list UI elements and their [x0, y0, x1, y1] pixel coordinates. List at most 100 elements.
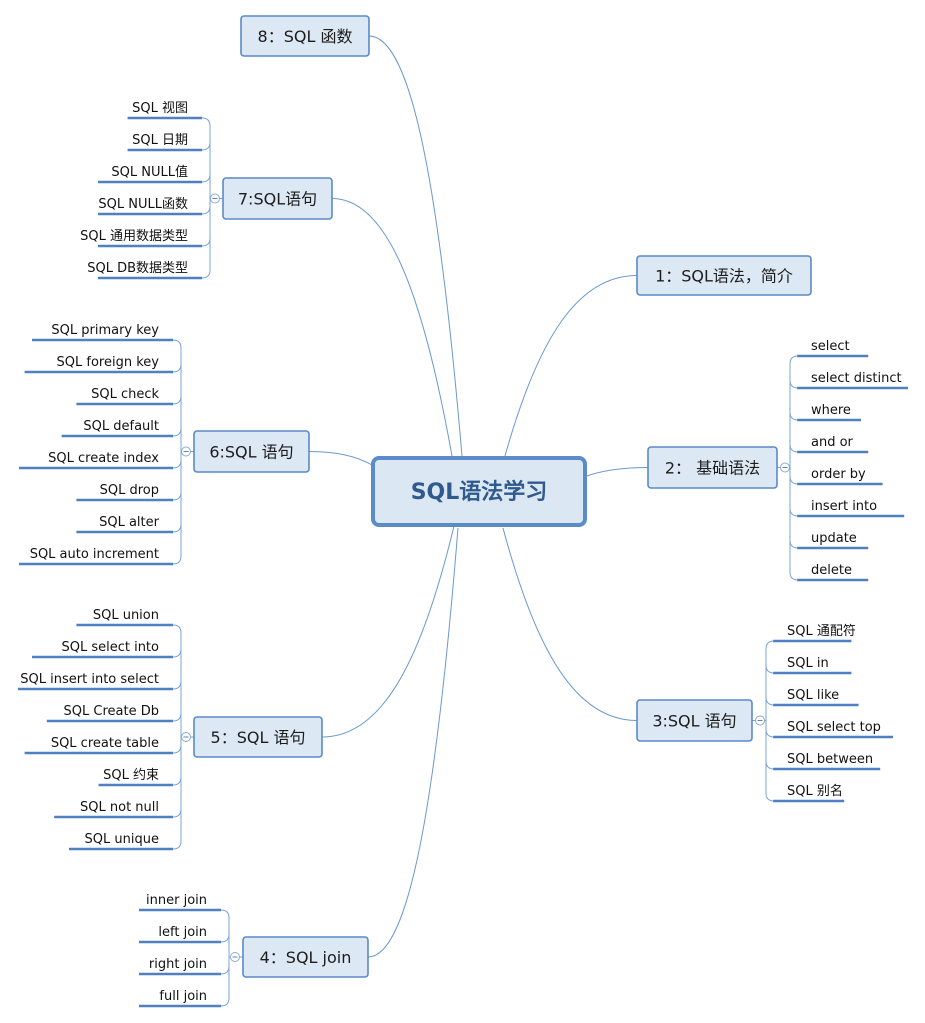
branch-node-box[interactable] — [647, 446, 778, 489]
leaf-item[interactable]: SQL in — [773, 656, 852, 675]
leaf-item[interactable]: SQL 约束 — [98, 768, 173, 787]
leaf-bracket-stub — [172, 712, 182, 722]
leaf-bracket-stub — [172, 808, 182, 818]
leaf-item[interactable]: SQL NULL函数 — [98, 197, 202, 216]
leaf-item[interactable]: SQL create index — [19, 451, 173, 470]
branch-node-box[interactable] — [240, 15, 370, 57]
minus-circle-icon[interactable] — [181, 446, 191, 457]
leaf-item[interactable]: SQL between — [773, 752, 881, 771]
leaf-item[interactable]: SQL not null — [54, 800, 173, 819]
branch-node-box[interactable] — [636, 255, 812, 296]
leaf-item[interactable]: SQL select top — [773, 720, 893, 739]
minus-circle-icon[interactable] — [181, 732, 191, 742]
branch-node-label: 5：SQL 语句 — [211, 728, 306, 747]
leaf-label: SQL select top — [787, 720, 881, 735]
leaf-label: SQL primary key — [51, 323, 159, 338]
leaf-item[interactable]: select — [797, 339, 869, 358]
leaf-label: SQL not null — [80, 800, 159, 815]
minus-circle-icon[interactable] — [230, 952, 240, 962]
central-topic-label: SQL语法学习 — [411, 479, 548, 505]
leaf-label: SQL 视图 — [132, 101, 188, 116]
leaf-label: where — [811, 403, 851, 418]
leaf-item[interactable]: SQL unique — [69, 832, 173, 851]
branch-node-box[interactable] — [193, 430, 310, 473]
leaf-item[interactable]: SQL primary key — [32, 323, 173, 342]
leaf-item[interactable]: order by — [797, 467, 883, 486]
leaf-item[interactable]: inner join — [139, 893, 221, 912]
branch-node-box[interactable] — [636, 699, 753, 742]
leaf-item[interactable]: SQL 通用数据类型 — [80, 229, 202, 248]
leaf-item[interactable]: SQL foreign key — [24, 355, 173, 374]
leaf-item[interactable]: SQL NULL值 — [98, 164, 202, 184]
leaf-label: SQL 别名 — [787, 783, 843, 799]
leaf-item[interactable]: SQL like — [773, 688, 859, 707]
leaf-bracket-stub — [789, 379, 799, 389]
leaf-label: SQL unique — [85, 832, 159, 847]
leaf-label: left join — [158, 925, 207, 940]
leaf-bracket-stub — [172, 648, 182, 658]
leaf-item[interactable]: SQL create table — [24, 736, 173, 755]
leaf-label: SQL create table — [51, 736, 159, 751]
leaf-bracket — [172, 624, 182, 850]
leaf-label: inner join — [146, 893, 207, 908]
leaf-item[interactable]: select distinct — [797, 371, 908, 390]
branch-node-box[interactable] — [222, 177, 333, 220]
branch-node-label: 3:SQL 语句 — [652, 712, 736, 731]
leaf-item[interactable]: insert into — [797, 499, 905, 518]
central-topic-box[interactable] — [371, 456, 587, 527]
leaf-item[interactable]: delete — [797, 563, 869, 582]
minus-circle-icon[interactable] — [780, 462, 790, 473]
leaf-item[interactable]: SQL auto increment — [19, 547, 173, 566]
minus-circle-icon[interactable] — [210, 193, 220, 204]
connector-line-4 — [367, 527, 459, 958]
leaf-item[interactable]: SQL Create Db — [46, 704, 173, 723]
leaf-layer: select select distinct where and or order by… — [18, 101, 908, 1008]
leaf-item[interactable]: left join — [139, 925, 221, 944]
minus-circle-icon[interactable] — [755, 715, 765, 726]
leaf-item[interactable]: SQL check — [76, 387, 173, 406]
leaf-label: SQL insert into select — [20, 672, 159, 687]
branch-node-3[interactable]: 3:SQL 语句 — [636, 699, 753, 742]
connector-layer — [308, 35, 649, 958]
branch-node-1[interactable]: 1：SQL语法，简介 — [636, 255, 812, 296]
branch-node-5[interactable]: 5：SQL 语句 — [193, 716, 323, 758]
leaf-item[interactable]: full join — [139, 989, 221, 1008]
leaf-item[interactable]: SQL drop — [76, 483, 173, 502]
leaf-item[interactable]: update — [797, 531, 869, 550]
leaf-bracket-stub — [172, 395, 182, 405]
branch-node-2[interactable]: 2： 基础语法 — [647, 446, 778, 489]
branch-node-box[interactable] — [193, 716, 323, 758]
leaf-item[interactable]: and or — [797, 435, 869, 454]
leaf-bracket — [765, 640, 775, 802]
leaf-label: SQL 约束 — [103, 768, 159, 783]
branch-node-layer: 1：SQL语法，简介 2： 基础语法 3:SQL 语句 4：SQL join 5：SQL… — [193, 15, 812, 978]
leaf-label: SQL in — [787, 656, 829, 671]
leaf-item[interactable]: SQL 通配符 — [773, 623, 856, 643]
leaf-bracket-stub — [220, 965, 230, 975]
leaf-bracket-stub — [220, 933, 230, 943]
connector-line-2 — [586, 467, 649, 477]
branch-node-8[interactable]: 8：SQL 函数 — [240, 15, 370, 57]
leaf-label: SQL select into — [61, 640, 159, 655]
central-topic[interactable]: SQL语法学习 — [371, 456, 587, 527]
leaf-label: SQL check — [91, 387, 159, 402]
leaf-item[interactable]: SQL alter — [76, 515, 173, 534]
leaf-item[interactable]: SQL DB数据类型 — [87, 261, 202, 280]
leaf-item[interactable]: SQL 别名 — [773, 783, 845, 803]
leaf-item[interactable]: SQL union — [76, 608, 173, 627]
branch-node-box[interactable] — [242, 936, 369, 978]
leaf-item[interactable]: SQL select into — [32, 640, 173, 659]
leaf-item[interactable]: where — [797, 403, 861, 422]
leaf-bracket-stub — [172, 776, 182, 786]
leaf-item[interactable]: right join — [139, 957, 221, 976]
leaf-item[interactable]: SQL insert into select — [18, 672, 173, 691]
branch-node-6[interactable]: 6:SQL 语句 — [193, 430, 310, 473]
branch-node-4[interactable]: 4：SQL join — [242, 936, 369, 978]
leaf-item[interactable]: SQL default — [61, 419, 173, 438]
leaf-bracket-stub — [172, 680, 182, 690]
branch-node-label: 8：SQL 函数 — [258, 27, 353, 46]
branch-node-7[interactable]: 7:SQL语句 — [222, 177, 333, 220]
leaf-item[interactable]: SQL 视图 — [127, 101, 202, 120]
leaf-item[interactable]: SQL 日期 — [127, 133, 202, 152]
